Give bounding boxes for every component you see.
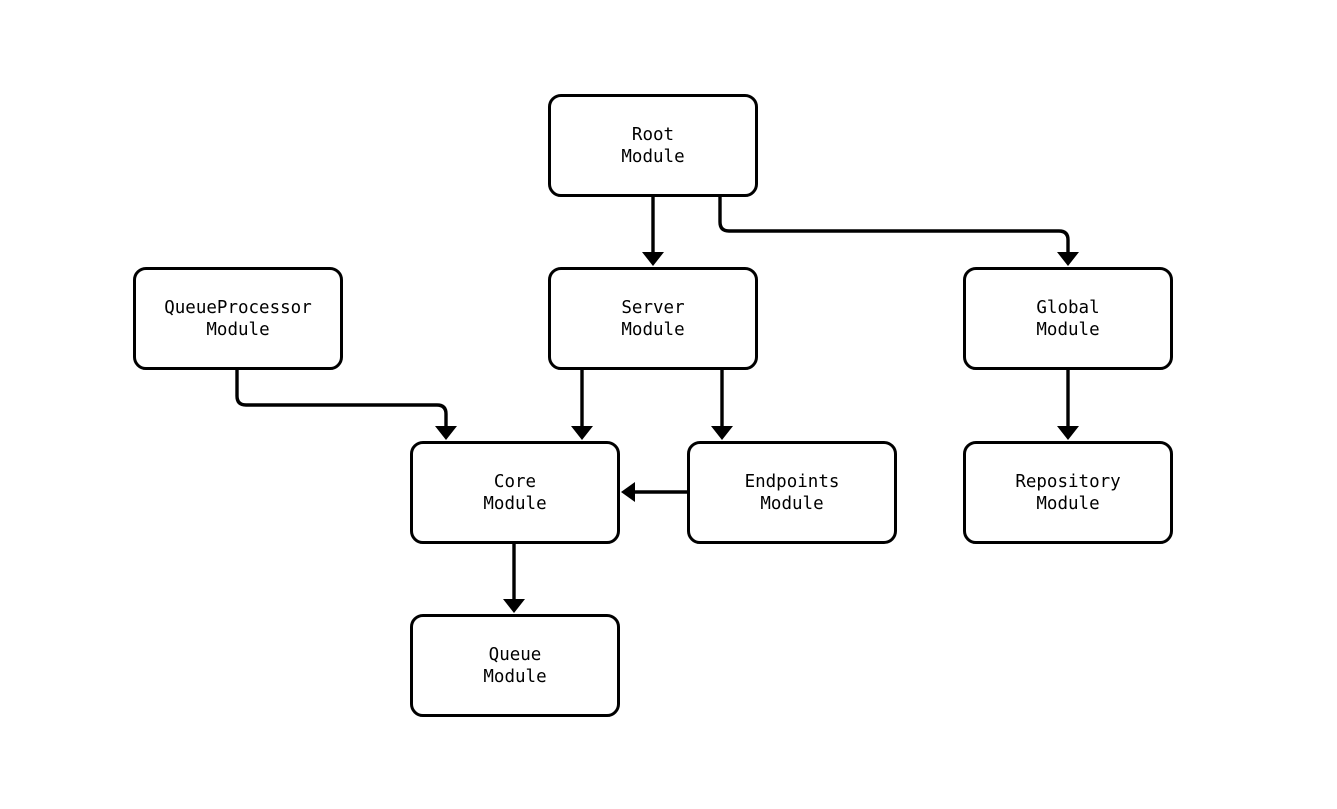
node-label-secondary: Module <box>1036 319 1100 340</box>
arrowhead-icon <box>503 599 525 613</box>
edge-line <box>718 197 1070 256</box>
node-label-secondary: Module <box>621 146 685 167</box>
node-label-secondary: Module <box>483 493 547 514</box>
edge-line <box>235 370 448 430</box>
node-label-primary: Core <box>493 471 537 492</box>
arrowhead-icon <box>1057 252 1079 266</box>
node-label-primary: Global <box>1036 297 1100 318</box>
edge-server-to-endpoints <box>711 370 733 440</box>
node-label-primary: QueueProcessor <box>164 297 312 318</box>
edge-global-to-repository <box>1057 370 1079 440</box>
node-label-primary: Server <box>621 297 685 318</box>
node-label-primary: Repository <box>1015 471 1121 492</box>
arrowhead-icon <box>571 426 593 440</box>
arrowhead-icon <box>435 426 457 440</box>
node-label-secondary: Module <box>483 666 547 687</box>
edge-root-to-server <box>642 197 664 266</box>
node-label-secondary: Module <box>206 319 270 340</box>
arrowhead-icon <box>711 426 733 440</box>
edge-endpoints-to-core <box>621 482 687 502</box>
node-label-primary: Queue <box>488 644 542 665</box>
node-label-secondary: Module <box>1036 493 1100 514</box>
arrowhead-icon <box>1057 426 1079 440</box>
node-label-primary: Root <box>631 124 675 145</box>
arrowhead-icon <box>642 252 664 266</box>
node-label-secondary: Module <box>760 493 824 514</box>
edge-root-to-global <box>718 197 1079 266</box>
node-label-secondary: Module <box>621 319 685 340</box>
edge-server-to-core <box>571 370 593 440</box>
arrowhead-icon <box>621 482 635 502</box>
node-label-primary: Endpoints <box>744 471 840 492</box>
edge-core-to-queue <box>503 544 525 613</box>
edge-queueprocessor-to-core <box>235 370 457 440</box>
